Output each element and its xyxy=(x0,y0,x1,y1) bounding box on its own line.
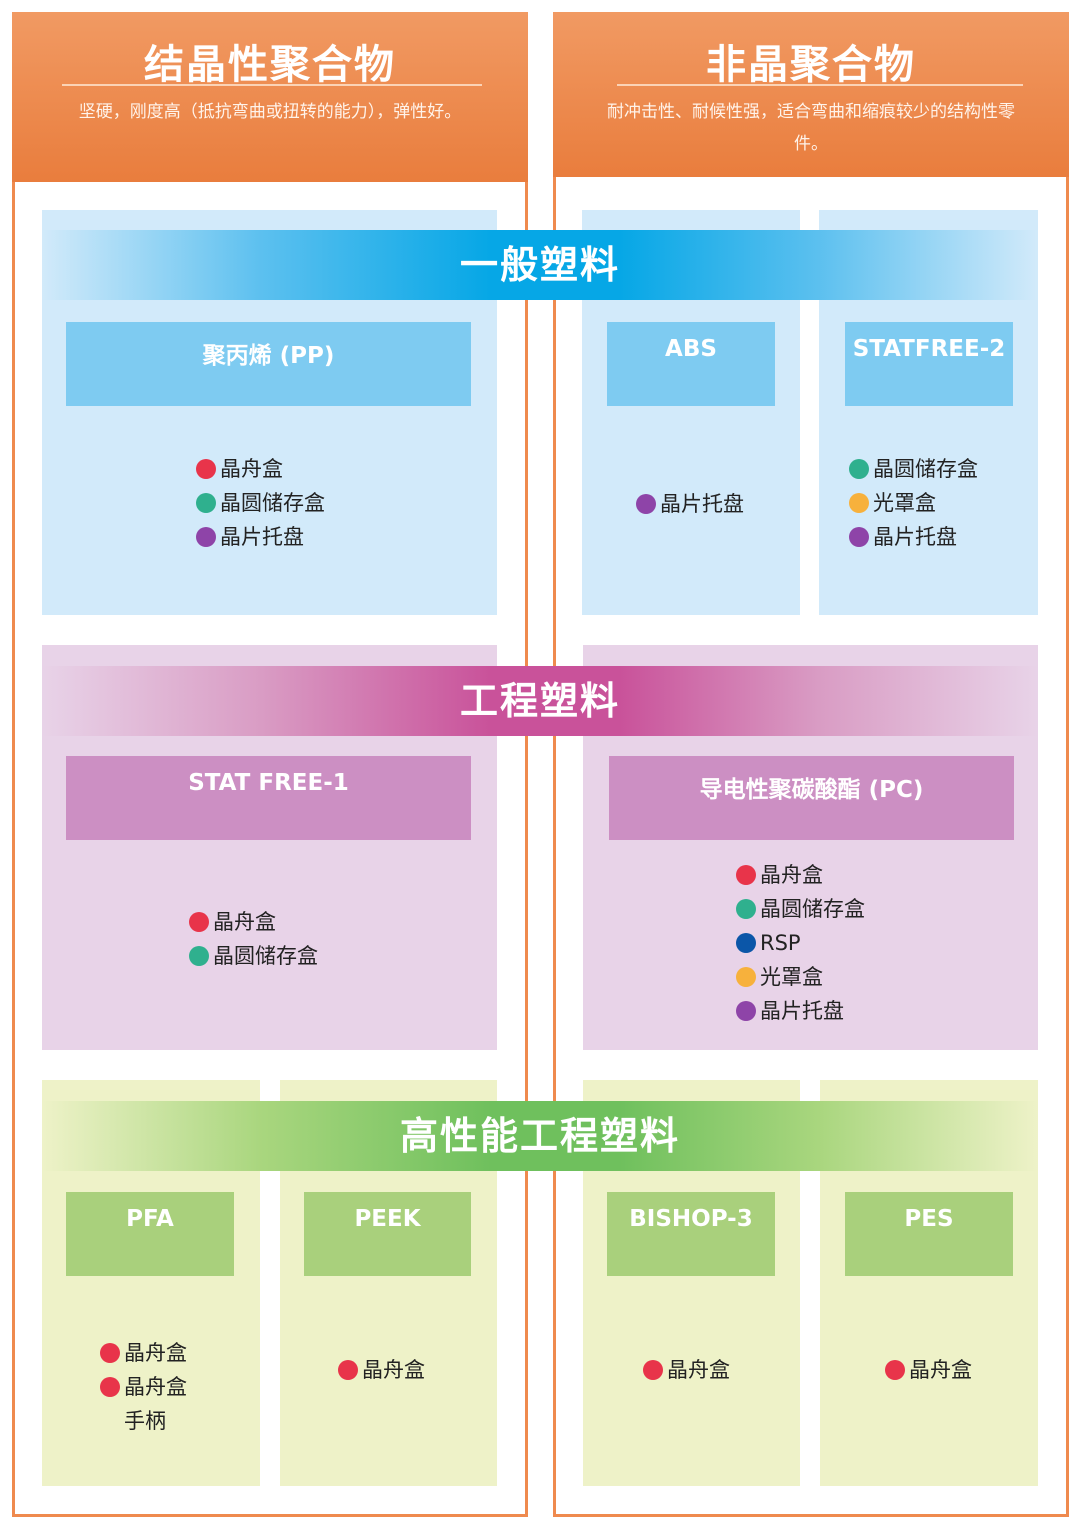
item-label: 晶舟盒 xyxy=(124,1375,187,1399)
list-item: 晶圆储存盒 xyxy=(736,892,865,926)
list-item: 光罩盒 xyxy=(736,960,865,994)
amorphous-title-rule xyxy=(617,84,1023,86)
material-abs: ABS xyxy=(607,322,775,406)
item-label: 晶片托盘 xyxy=(220,525,304,549)
item-label: 晶舟盒 xyxy=(362,1358,425,1382)
list-item: 晶舟盒 xyxy=(100,1370,187,1404)
list-item-continuation: 手柄 xyxy=(124,1409,166,1433)
item-label: 晶舟盒 xyxy=(667,1358,730,1382)
dot-icon xyxy=(189,946,209,966)
dot-icon xyxy=(636,494,656,514)
dot-icon xyxy=(736,967,756,987)
band-high-performance-plastics: 高性能工程塑料 xyxy=(42,1101,1038,1171)
list-item: 晶片托盘 xyxy=(849,520,978,554)
list-item: RSP xyxy=(736,926,865,960)
list-item: 晶圆储存盒 xyxy=(849,452,978,486)
item-label: 晶舟盒 xyxy=(909,1358,972,1382)
dot-icon xyxy=(736,865,756,885)
dot-icon xyxy=(885,1360,905,1380)
dot-icon xyxy=(849,459,869,479)
dot-icon xyxy=(849,527,869,547)
items-statfree2: 晶圆储存盒 光罩盒 晶片托盘 xyxy=(849,452,978,554)
dot-icon xyxy=(736,933,756,953)
items-peek: 晶舟盒 xyxy=(338,1353,425,1387)
dot-icon xyxy=(196,527,216,547)
item-label: 晶片托盘 xyxy=(873,525,957,549)
band-general-plastics: 一般塑料 xyxy=(42,230,1038,300)
item-label: 晶舟盒 xyxy=(213,910,276,934)
item-label: 晶圆储存盒 xyxy=(873,457,978,481)
list-item: 光罩盒 xyxy=(849,486,978,520)
amorphous-subtitle: 耐冲击性、耐候性强，适合弯曲和缩痕较少的结构性零件。 xyxy=(607,102,1015,154)
crystalline-header: 结晶性聚合物 坚硬，刚度高（抵抗弯曲或扭转的能力），弹性好。 xyxy=(12,12,528,182)
item-label: 光罩盒 xyxy=(760,965,823,989)
material-pc: 导电性聚碳酸酯 (PC) xyxy=(609,756,1014,840)
item-label: 晶舟盒 xyxy=(124,1341,187,1365)
band-engineering-plastics: 工程塑料 xyxy=(42,666,1038,736)
items-pes: 晶舟盒 xyxy=(885,1353,972,1387)
item-label: 晶片托盘 xyxy=(760,999,844,1023)
crystalline-subtitle: 坚硬，刚度高（抵抗弯曲或扭转的能力），弹性好。 xyxy=(78,102,462,122)
list-item: 晶圆储存盒 xyxy=(189,939,318,973)
item-label: 晶舟盒 xyxy=(220,457,283,481)
material-bishop3: BISHOP-3 xyxy=(607,1192,775,1276)
material-pes: PES xyxy=(845,1192,1013,1276)
list-item: 晶片托盘 xyxy=(196,520,325,554)
items-pfa: 晶舟盒 晶舟盒 手柄 xyxy=(100,1336,187,1438)
list-item: 晶片托盘 xyxy=(736,994,865,1028)
dot-icon xyxy=(100,1343,120,1363)
dot-icon xyxy=(643,1360,663,1380)
items-statfree1: 晶舟盒 晶圆储存盒 xyxy=(189,905,318,973)
list-item: 晶舟盒 xyxy=(643,1353,730,1387)
item-label: 晶圆储存盒 xyxy=(220,491,325,515)
list-item: 晶舟盒 xyxy=(189,905,318,939)
amorphous-title: 非晶聚合物 xyxy=(706,42,916,88)
item-label: 晶片托盘 xyxy=(660,492,744,516)
material-statfree2: STATFREE-2 xyxy=(845,322,1013,406)
dot-icon xyxy=(849,493,869,513)
dot-icon xyxy=(100,1377,120,1397)
items-pp: 晶舟盒 晶圆储存盒 晶片托盘 xyxy=(196,452,325,554)
material-pp: 聚丙烯 (PP) xyxy=(66,322,471,406)
items-bishop3: 晶舟盒 xyxy=(643,1353,730,1387)
list-item: 晶舟盒 xyxy=(100,1336,187,1370)
dot-icon xyxy=(196,493,216,513)
item-label: 光罩盒 xyxy=(873,491,936,515)
list-item: 晶舟盒 xyxy=(196,452,325,486)
crystalline-title: 结晶性聚合物 xyxy=(144,42,396,88)
material-statfree1: STAT FREE-1 xyxy=(66,756,471,840)
list-item: 晶片托盘 xyxy=(636,487,744,521)
dot-icon xyxy=(338,1360,358,1380)
item-label: RSP xyxy=(760,931,801,955)
list-item: 晶舟盒 xyxy=(736,858,865,892)
items-pc: 晶舟盒 晶圆储存盒 RSP 光罩盒 晶片托盘 xyxy=(736,858,865,1028)
material-pfa: PFA xyxy=(66,1192,234,1276)
item-label: 晶圆储存盒 xyxy=(213,944,318,968)
dot-icon xyxy=(196,459,216,479)
dot-icon xyxy=(189,912,209,932)
dot-icon xyxy=(736,1001,756,1021)
material-peek: PEEK xyxy=(304,1192,471,1276)
list-item: 晶舟盒 xyxy=(885,1353,972,1387)
list-item: 晶圆储存盒 xyxy=(196,486,325,520)
amorphous-header: 非晶聚合物 耐冲击性、耐候性强，适合弯曲和缩痕较少的结构性零件。 xyxy=(553,12,1069,177)
item-label: 晶圆储存盒 xyxy=(760,897,865,921)
list-item: 晶舟盒 xyxy=(338,1353,425,1387)
dot-icon xyxy=(736,899,756,919)
crystalline-title-rule xyxy=(62,84,482,86)
item-label: 晶舟盒 xyxy=(760,863,823,887)
items-abs: 晶片托盘 xyxy=(636,487,744,521)
